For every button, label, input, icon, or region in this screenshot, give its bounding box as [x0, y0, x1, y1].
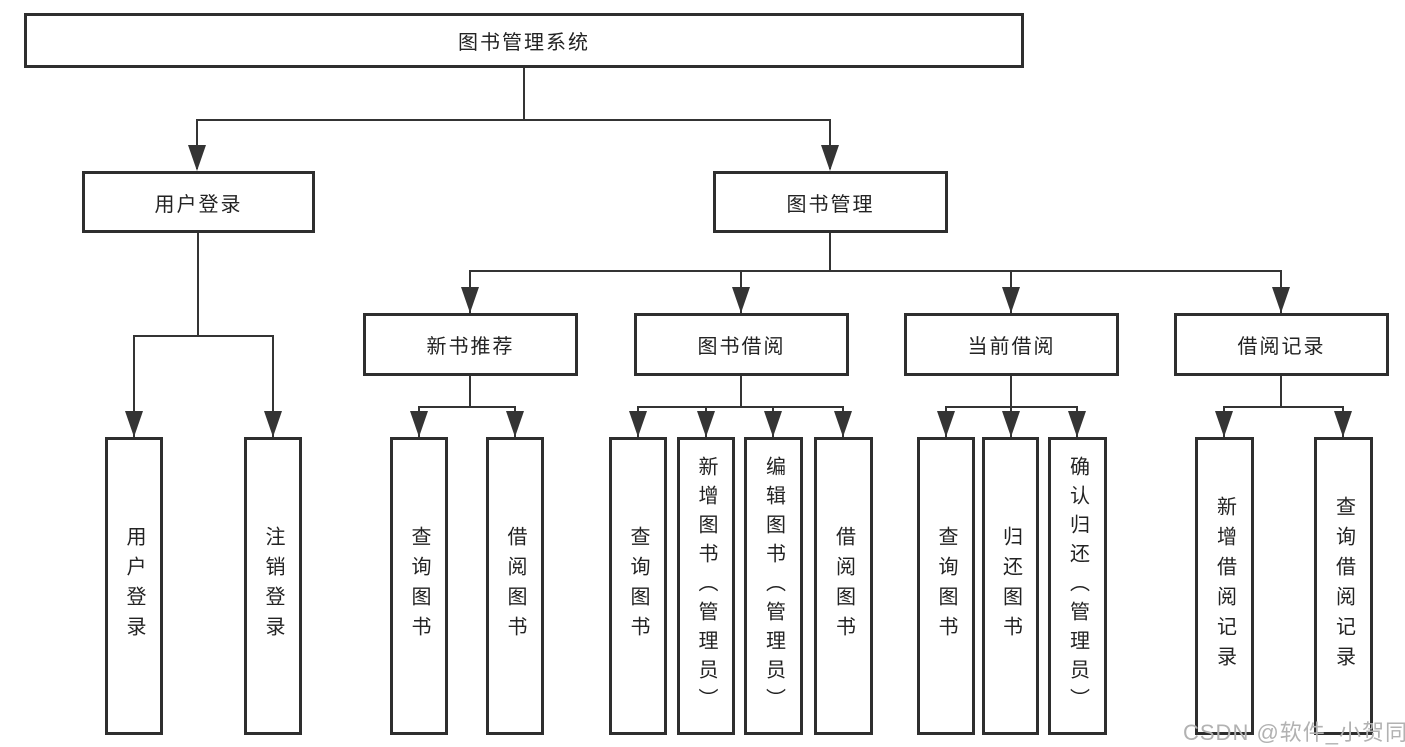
connector-br-branch	[1223, 406, 1344, 408]
arrowhead-bb-borrow	[834, 411, 852, 437]
arrowhead-ul-user-login	[125, 411, 143, 437]
connector-level2-branch	[196, 119, 831, 121]
connector-cb-stem	[1010, 376, 1012, 407]
node-current-borrow-label: 当前借阅	[967, 336, 1056, 358]
node-bb-add-book-label: 新增图书（管理员）	[695, 455, 717, 717]
node-ul-logout-label: 注销登录	[262, 526, 284, 646]
node-book-borrow: 图书借阅	[634, 313, 849, 376]
connector-book-management-drop	[829, 119, 831, 169]
node-bb-edit-book-label: 编辑图书（管理员）	[762, 455, 785, 717]
connector-user-login-drop	[196, 119, 198, 169]
arrowhead-ul-logout	[264, 411, 282, 437]
node-br-query-record: 查询借阅记录	[1314, 437, 1373, 735]
connector-ul-leaf2-drop	[272, 335, 274, 437]
node-user-login-label: 用户登录	[154, 193, 243, 216]
connector-nb-stem	[469, 376, 471, 407]
arrowhead-borrow-record	[1272, 287, 1290, 313]
node-cb-return-book: 归还图书	[982, 437, 1039, 735]
node-bb-borrow-book-label: 借阅图书	[832, 526, 855, 646]
node-bb-add-book: 新增图书（管理员）	[677, 437, 735, 735]
node-borrow-record: 借阅记录	[1174, 313, 1389, 376]
arrowhead-cb-confirm	[1068, 411, 1086, 437]
node-bb-borrow-book: 借阅图书	[814, 437, 873, 735]
arrowhead-user-login	[188, 145, 206, 171]
node-cb-return-book-label: 归还图书	[999, 526, 1022, 646]
arrowhead-nb-query	[410, 411, 428, 437]
node-cb-confirm-return: 确认归还（管理员）	[1048, 437, 1107, 735]
arrowhead-br-query	[1334, 411, 1352, 437]
arrowhead-new-book-recommend	[461, 287, 479, 313]
node-book-management-label: 图书管理	[786, 193, 875, 216]
node-new-book-recommend-label: 新书推荐	[426, 336, 515, 358]
arrowhead-cb-query	[937, 411, 955, 437]
node-current-borrow: 当前借阅	[904, 313, 1119, 376]
arrowhead-nb-borrow	[506, 411, 524, 437]
connector-ul-leaf1-drop	[133, 335, 135, 437]
node-book-management: 图书管理	[713, 171, 948, 233]
arrowhead-book-management	[821, 145, 839, 171]
arrowhead-bb-add	[697, 411, 715, 437]
node-bb-query-book-label: 查询图书	[627, 526, 649, 646]
csdn-watermark: CSDN @软件_小贺同学	[1183, 720, 1405, 745]
node-new-book-recommend: 新书推荐	[363, 313, 578, 376]
arrowhead-cb-return	[1002, 411, 1020, 437]
connector-book-management-stem	[829, 233, 831, 271]
node-root-label: 图书管理系统	[458, 32, 590, 54]
node-bb-query-book: 查询图书	[609, 437, 667, 735]
arrowhead-bb-edit	[764, 411, 782, 437]
node-ul-user-login-label: 用户登录	[123, 526, 145, 646]
connector-level3-branch	[469, 270, 1282, 272]
node-cb-query-book: 查询图书	[917, 437, 975, 735]
node-nb-borrow-book-label: 借阅图书	[504, 526, 526, 646]
connector-root-stem	[523, 68, 525, 120]
node-root: 图书管理系统	[24, 13, 1024, 68]
arrowhead-br-add	[1215, 411, 1233, 437]
node-cb-query-book-label: 查询图书	[935, 526, 957, 646]
connector-bb-branch	[637, 406, 844, 408]
arrowhead-bb-query	[629, 411, 647, 437]
node-nb-query-book-label: 查询图书	[408, 526, 430, 646]
node-bb-edit-book: 编辑图书（管理员）	[744, 437, 803, 735]
connector-user-login-stem	[197, 233, 199, 336]
node-ul-user-login: 用户登录	[105, 437, 163, 735]
connector-nb-branch	[418, 406, 516, 408]
node-borrow-record-label: 借阅记录	[1237, 336, 1326, 358]
node-br-query-record-label: 查询借阅记录	[1332, 496, 1355, 676]
connector-bb-stem	[740, 376, 742, 407]
node-nb-borrow-book: 借阅图书	[486, 437, 544, 735]
node-br-add-record-label: 新增借阅记录	[1213, 496, 1236, 676]
node-cb-confirm-return-label: 确认归还（管理员）	[1066, 455, 1089, 717]
node-nb-query-book: 查询图书	[390, 437, 448, 735]
node-user-login: 用户登录	[82, 171, 315, 233]
connector-user-login-branch	[133, 335, 274, 337]
node-br-add-record: 新增借阅记录	[1195, 437, 1254, 735]
arrowhead-current-borrow	[1002, 287, 1020, 313]
arrowhead-book-borrow	[732, 287, 750, 313]
connector-br-stem	[1280, 376, 1282, 407]
node-book-borrow-label: 图书借阅	[697, 336, 786, 358]
node-ul-logout: 注销登录	[244, 437, 302, 735]
